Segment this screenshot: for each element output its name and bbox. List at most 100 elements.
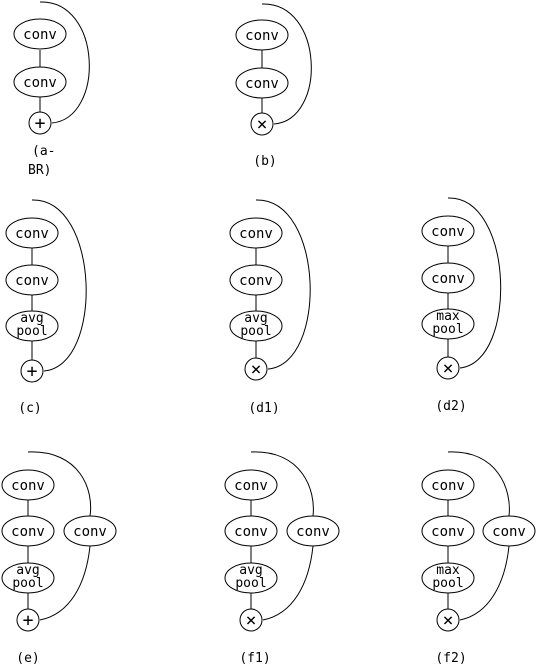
conv-node: conv <box>229 264 283 296</box>
conv-node: conv <box>1 469 55 501</box>
conv-label: conv <box>11 524 45 540</box>
add-merge-node: + <box>28 111 52 135</box>
conv-node: conv <box>421 262 475 294</box>
panel-caption-line: BR) <box>28 163 51 178</box>
conv-label: conv <box>239 273 273 289</box>
times-symbol: × <box>246 610 257 631</box>
panel-caption-line: (c) <box>18 401 41 416</box>
panel-caption-line: (a- <box>32 144 55 159</box>
avg-pool-node: avg pool <box>1 562 55 594</box>
multiply-merge-node: × <box>239 608 263 632</box>
conv-label: conv <box>245 28 279 44</box>
skip-connection <box>447 197 502 369</box>
conv-label: conv <box>431 224 465 240</box>
conv-label: conv <box>23 27 57 43</box>
conv-node: conv <box>235 67 289 99</box>
panel-a: conv conv + (a- BR) <box>13 1 90 178</box>
add-merge-node: + <box>16 608 40 632</box>
multiply-merge-node: × <box>244 357 268 381</box>
max-pool-node: max pool <box>421 562 475 594</box>
panel-d1: conv conv avg pool × (d1) <box>229 199 311 416</box>
times-symbol: × <box>443 358 454 379</box>
conv-label: conv <box>239 226 273 242</box>
skip-connection <box>262 545 314 621</box>
skip-conv-node: conv <box>63 515 117 547</box>
skip-conv-node: conv <box>286 515 340 547</box>
conv-node: conv <box>224 469 278 501</box>
panel-caption-line: (e) <box>16 651 39 664</box>
pool-label: pool <box>12 576 43 591</box>
panel-caption-line: (b) <box>253 154 276 169</box>
skip-connection <box>261 3 312 125</box>
conv-node: conv <box>1 515 55 547</box>
conv-node: conv <box>13 66 67 98</box>
pool-label: pool <box>432 576 463 591</box>
conv-label: conv <box>234 524 268 540</box>
panel-f2: conv conv conv max pool × (f2) <box>421 451 536 666</box>
conv-label: conv <box>11 478 45 494</box>
conv-node: conv <box>229 217 283 249</box>
skip-connection <box>255 199 311 370</box>
avg-pool-node: avg pool <box>229 310 283 342</box>
skip-connection <box>31 199 87 372</box>
conv-node: conv <box>224 515 278 547</box>
panel-caption-line: (f2) <box>435 651 466 664</box>
plus-symbol: + <box>35 113 46 134</box>
pool-label: pool <box>16 324 47 339</box>
conv-node: conv <box>5 217 59 249</box>
skip-connection <box>459 545 510 621</box>
conv-label: conv <box>73 524 107 540</box>
avg-pool-node: avg pool <box>5 310 59 342</box>
avg-label: avg <box>16 563 39 578</box>
max-label: max <box>436 563 460 578</box>
panel-caption-line: (d1) <box>248 401 279 416</box>
skip-connection <box>447 451 510 517</box>
conv-label: conv <box>234 478 268 494</box>
panel-b: conv conv × (b) <box>235 3 312 169</box>
conv-label: conv <box>245 76 279 92</box>
pool-label: pool <box>432 322 463 337</box>
conv-label: conv <box>15 226 49 242</box>
multiply-merge-node: × <box>250 112 274 136</box>
conv-label: conv <box>431 271 465 287</box>
conv-node: conv <box>421 469 475 501</box>
conv-label: conv <box>15 273 49 289</box>
plus-symbol: + <box>27 361 38 382</box>
add-merge-node: + <box>20 359 44 383</box>
conv-label: conv <box>296 524 330 540</box>
pool-label: pool <box>235 576 266 591</box>
conv-label: conv <box>23 75 57 91</box>
conv-node: conv <box>235 19 289 51</box>
times-symbol: × <box>257 114 268 135</box>
skip-connection <box>39 1 90 124</box>
max-pool-node: max pool <box>421 308 475 340</box>
conv-label: conv <box>431 478 465 494</box>
conv-node: conv <box>13 18 67 50</box>
skip-connection <box>39 545 91 621</box>
times-symbol: × <box>443 610 454 631</box>
panel-d2: conv conv max pool × (d2) <box>421 197 502 414</box>
conv-node: conv <box>421 215 475 247</box>
avg-label: avg <box>244 311 267 326</box>
conv-label: conv <box>431 524 465 540</box>
times-symbol: × <box>251 359 262 380</box>
skip-connection <box>250 451 314 517</box>
conv-node: conv <box>5 264 59 296</box>
panel-caption-line: (d2) <box>435 399 466 414</box>
skip-connection <box>27 451 92 517</box>
max-label: max <box>436 309 460 324</box>
multiply-merge-node: × <box>436 356 460 380</box>
panel-f1: conv conv conv avg pool × (f1) <box>224 451 340 666</box>
skip-conv-node: conv <box>482 515 536 547</box>
conv-node: conv <box>421 515 475 547</box>
panel-caption-line: (f1) <box>239 651 270 664</box>
conv-label: conv <box>492 524 526 540</box>
avg-label: avg <box>20 311 43 326</box>
avg-label: avg <box>239 563 262 578</box>
panel-e: conv conv conv avg pool + (e) <box>1 451 117 666</box>
multiply-merge-node: × <box>436 608 460 632</box>
pool-label: pool <box>240 324 271 339</box>
plus-symbol: + <box>23 610 34 631</box>
